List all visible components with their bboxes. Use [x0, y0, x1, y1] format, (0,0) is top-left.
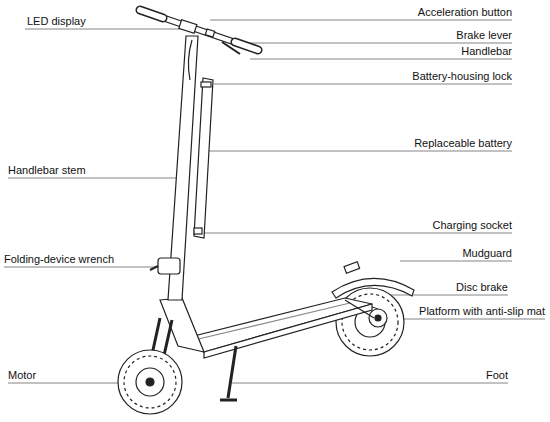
axle	[146, 378, 154, 386]
leader-line	[8, 178, 184, 179]
part-label: Folding-device wrench	[4, 253, 114, 266]
anti-slip-mat	[190, 303, 350, 341]
part-label: Mudguard	[462, 247, 512, 260]
leader-line	[203, 233, 512, 234]
leader-line	[4, 267, 162, 268]
handlebar	[140, 10, 258, 50]
front-wheel	[118, 350, 182, 414]
brake-lever	[222, 42, 240, 54]
tread	[124, 356, 176, 408]
part-label: Acceleration button	[418, 6, 512, 19]
platform	[178, 298, 372, 352]
leader-line	[232, 383, 508, 384]
part-label: Handlebar	[461, 45, 512, 58]
handlebar-fill	[140, 10, 258, 50]
leader-line	[8, 383, 135, 384]
folding-wrench	[150, 266, 158, 270]
motor-hub	[136, 368, 164, 396]
grip-fill	[235, 42, 258, 50]
led-display	[179, 20, 197, 34]
cable	[188, 40, 192, 80]
charging-socket	[194, 228, 202, 234]
axle	[375, 315, 381, 321]
kickstand	[228, 346, 236, 398]
part-label: Brake lever	[456, 29, 512, 42]
leader-line	[380, 295, 508, 296]
grip	[235, 42, 258, 50]
platform-edge	[204, 304, 372, 358]
leader-line	[232, 43, 512, 44]
leader-line	[25, 29, 180, 30]
grip-fill	[140, 10, 163, 18]
leader-line	[210, 20, 512, 21]
part-label: Replaceable battery	[414, 137, 512, 150]
reflector	[344, 262, 360, 273]
leader-line	[250, 59, 512, 60]
part-label: Motor	[8, 369, 36, 382]
leader-line	[208, 151, 512, 152]
battery	[194, 78, 213, 238]
battery-lock	[201, 82, 211, 87]
folding-device	[158, 258, 180, 274]
part-label: Handlebar stem	[8, 164, 86, 177]
leader-line	[400, 261, 512, 262]
rear-arm	[345, 300, 374, 318]
part-label: LED display	[27, 15, 86, 28]
part-label: Foot	[486, 369, 508, 382]
grip	[140, 10, 163, 18]
leader-line	[214, 84, 512, 85]
part-label: Platform with anti-slip mat	[419, 305, 545, 318]
acceleration-button	[205, 29, 214, 37]
disc-brake	[369, 309, 387, 327]
leader-lines	[4, 20, 545, 383]
part-label: Disc brake	[456, 281, 508, 294]
part-label: Charging socket	[433, 219, 513, 232]
part-label: Battery-housing lock	[412, 70, 512, 83]
scooter-drawing	[118, 10, 414, 414]
kickstand-foot	[220, 399, 237, 402]
